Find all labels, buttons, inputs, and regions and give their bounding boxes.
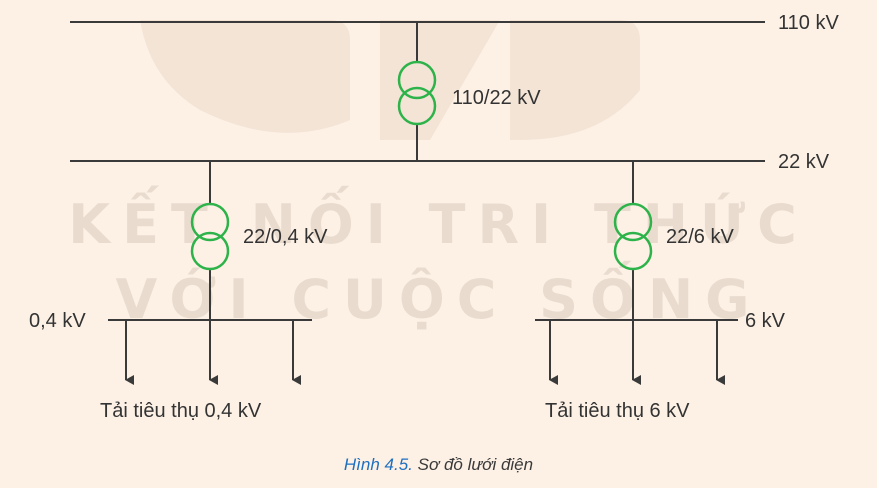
caption-text: Sơ đồ lưới điện (417, 455, 534, 474)
figure-caption: Hình 4.5. Sơ đồ lưới điện (0, 455, 877, 475)
transformer-t1-icon (397, 60, 437, 126)
transformer-t3-icon (613, 202, 653, 271)
label-transformer-t3: 22/6 kV (666, 226, 734, 248)
caption-number: Hình 4.5. (343, 455, 413, 474)
label-bus-0-4kv: 0,4 kV (29, 310, 86, 332)
watermark-line-1: KẾT NỐI TRI THỨC (68, 193, 809, 256)
label-bus-22kv: 22 kV (778, 151, 830, 173)
label-load-right: Tải tiêu thụ 6 kV (545, 400, 690, 422)
label-load-left: Tải tiêu thụ 0,4 kV (100, 400, 262, 422)
label-transformer-t1: 110/22 kV (452, 87, 541, 109)
transformer-t2-icon (190, 202, 230, 271)
label-bus-110kv: 110 kV (778, 12, 839, 34)
label-transformer-t2: 22/0,4 kV (243, 226, 328, 248)
label-bus-6kv: 6 kV (745, 310, 786, 332)
